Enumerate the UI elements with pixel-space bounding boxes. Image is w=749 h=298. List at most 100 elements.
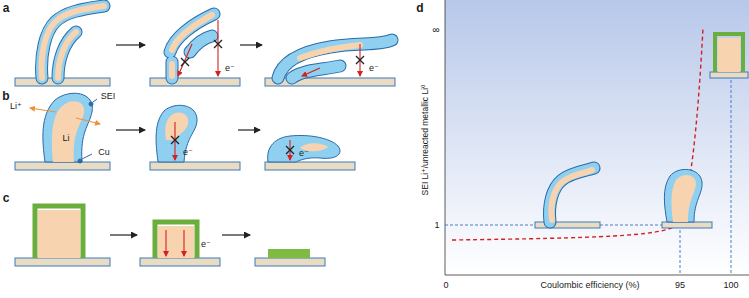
drawing-rect [150, 162, 240, 170]
tick-label: 95 [675, 281, 685, 290]
part-label: Li⁺ [10, 102, 22, 111]
drawing-path [58, 32, 76, 78]
electron-label: e⁻ [201, 240, 211, 249]
drawing-path [58, 32, 76, 78]
drawing-line [240, 44, 262, 45]
drawing-path [170, 14, 214, 52]
drawing-path [664, 169, 702, 222]
axis-title: Coulombic efficiency (%) [541, 281, 640, 290]
drawing-line [183, 230, 184, 256]
part-label: SEI [101, 92, 116, 101]
drawing-g [42, 6, 594, 222]
drawing-line [30, 108, 56, 112]
drawing-rect [150, 78, 240, 86]
drawing-path [181, 58, 189, 66]
panel-letter: a [3, 2, 10, 14]
dendrite [42, 6, 594, 222]
drawing-line [238, 129, 260, 130]
part-label: Li [62, 134, 69, 143]
drawing-path [190, 36, 212, 52]
drawing-path [190, 36, 212, 52]
drawing-path [35, 206, 83, 258]
electron-label: e⁻ [225, 64, 235, 73]
drawing-path [166, 62, 179, 78]
drawing-line [680, 225, 681, 275]
electron-arrow [166, 20, 360, 256]
drawing-rect [445, 0, 749, 275]
drawing-path [278, 40, 392, 78]
plot-area [445, 0, 749, 275]
drawing-rect [15, 258, 110, 266]
drawing-rect [710, 72, 748, 78]
electron-label: e⁻ [369, 64, 379, 73]
drawing-path [167, 62, 178, 78]
drawing-g [42, 6, 592, 220]
drawing-path [278, 40, 392, 78]
axis-title: SEI Li⁺/unreacted metallic Li⁰ [421, 85, 430, 196]
drawing-rect [662, 222, 712, 228]
tick-label: 0 [443, 281, 448, 290]
drawing-path [171, 136, 179, 144]
drawing-line [116, 129, 145, 130]
substrate [15, 72, 748, 266]
drawing-line [445, 0, 446, 275]
drawing-path [42, 6, 104, 78]
drawing-line [165, 230, 166, 256]
tick-label: 1 [434, 221, 439, 230]
drawing-rect [265, 78, 395, 86]
drawing-circle [78, 159, 82, 163]
drawing-path [58, 32, 76, 78]
drawing-path [43, 93, 93, 162]
tick-label: ∞ [432, 25, 439, 35]
process-arrow [110, 45, 262, 235]
drawing-path [550, 168, 595, 222]
protected-lithium [35, 34, 743, 258]
drawing-line [302, 68, 320, 76]
drawing-line [178, 44, 192, 76]
drawing-rect [268, 249, 310, 258]
drawing-path [452, 28, 703, 240]
dendrite-blob [43, 93, 702, 222]
drawing-rect [38, 210, 80, 258]
drawing-line [110, 234, 137, 235]
panel-letter: d [416, 2, 423, 14]
drawing-g [42, 6, 594, 222]
drawing-path [169, 64, 175, 76]
drawing-rect [140, 258, 220, 266]
drawing-path [268, 135, 340, 162]
drawing-path [42, 6, 104, 78]
drawing-rect [15, 162, 110, 170]
drawing-path [300, 45, 360, 58]
drawing-line [116, 44, 145, 45]
tick-label: 100 [723, 281, 738, 290]
panel-letter: b [2, 90, 9, 102]
drawing-rect [718, 38, 740, 72]
electron-label: e⁻ [183, 148, 193, 157]
drawing-line [82, 154, 92, 159]
drawing-path [170, 14, 214, 52]
ion-arrow [30, 108, 100, 124]
drawing-line [76, 118, 100, 124]
drawing-path [550, 168, 595, 222]
blocked-mark [171, 40, 364, 154]
drawing-path [42, 6, 104, 78]
part-label: Cu [98, 148, 110, 157]
drawing-rect [265, 162, 355, 170]
drawing-path [715, 34, 743, 72]
drawing-path [52, 101, 84, 162]
drawing-path [292, 66, 340, 78]
drawing-path [292, 66, 340, 78]
drawing-path [165, 113, 188, 140]
drawing-path [286, 146, 294, 154]
drawing-line [445, 275, 749, 276]
electron-label: e⁻ [299, 149, 309, 158]
drawing-line [93, 99, 97, 102]
drawing-path [356, 56, 364, 64]
drawing-line [217, 20, 218, 76]
drawing-rect [255, 258, 325, 266]
drawing-path [155, 222, 197, 258]
panel-letter: c [3, 192, 10, 204]
drawing-path [671, 175, 696, 222]
drawing-path [214, 40, 222, 48]
